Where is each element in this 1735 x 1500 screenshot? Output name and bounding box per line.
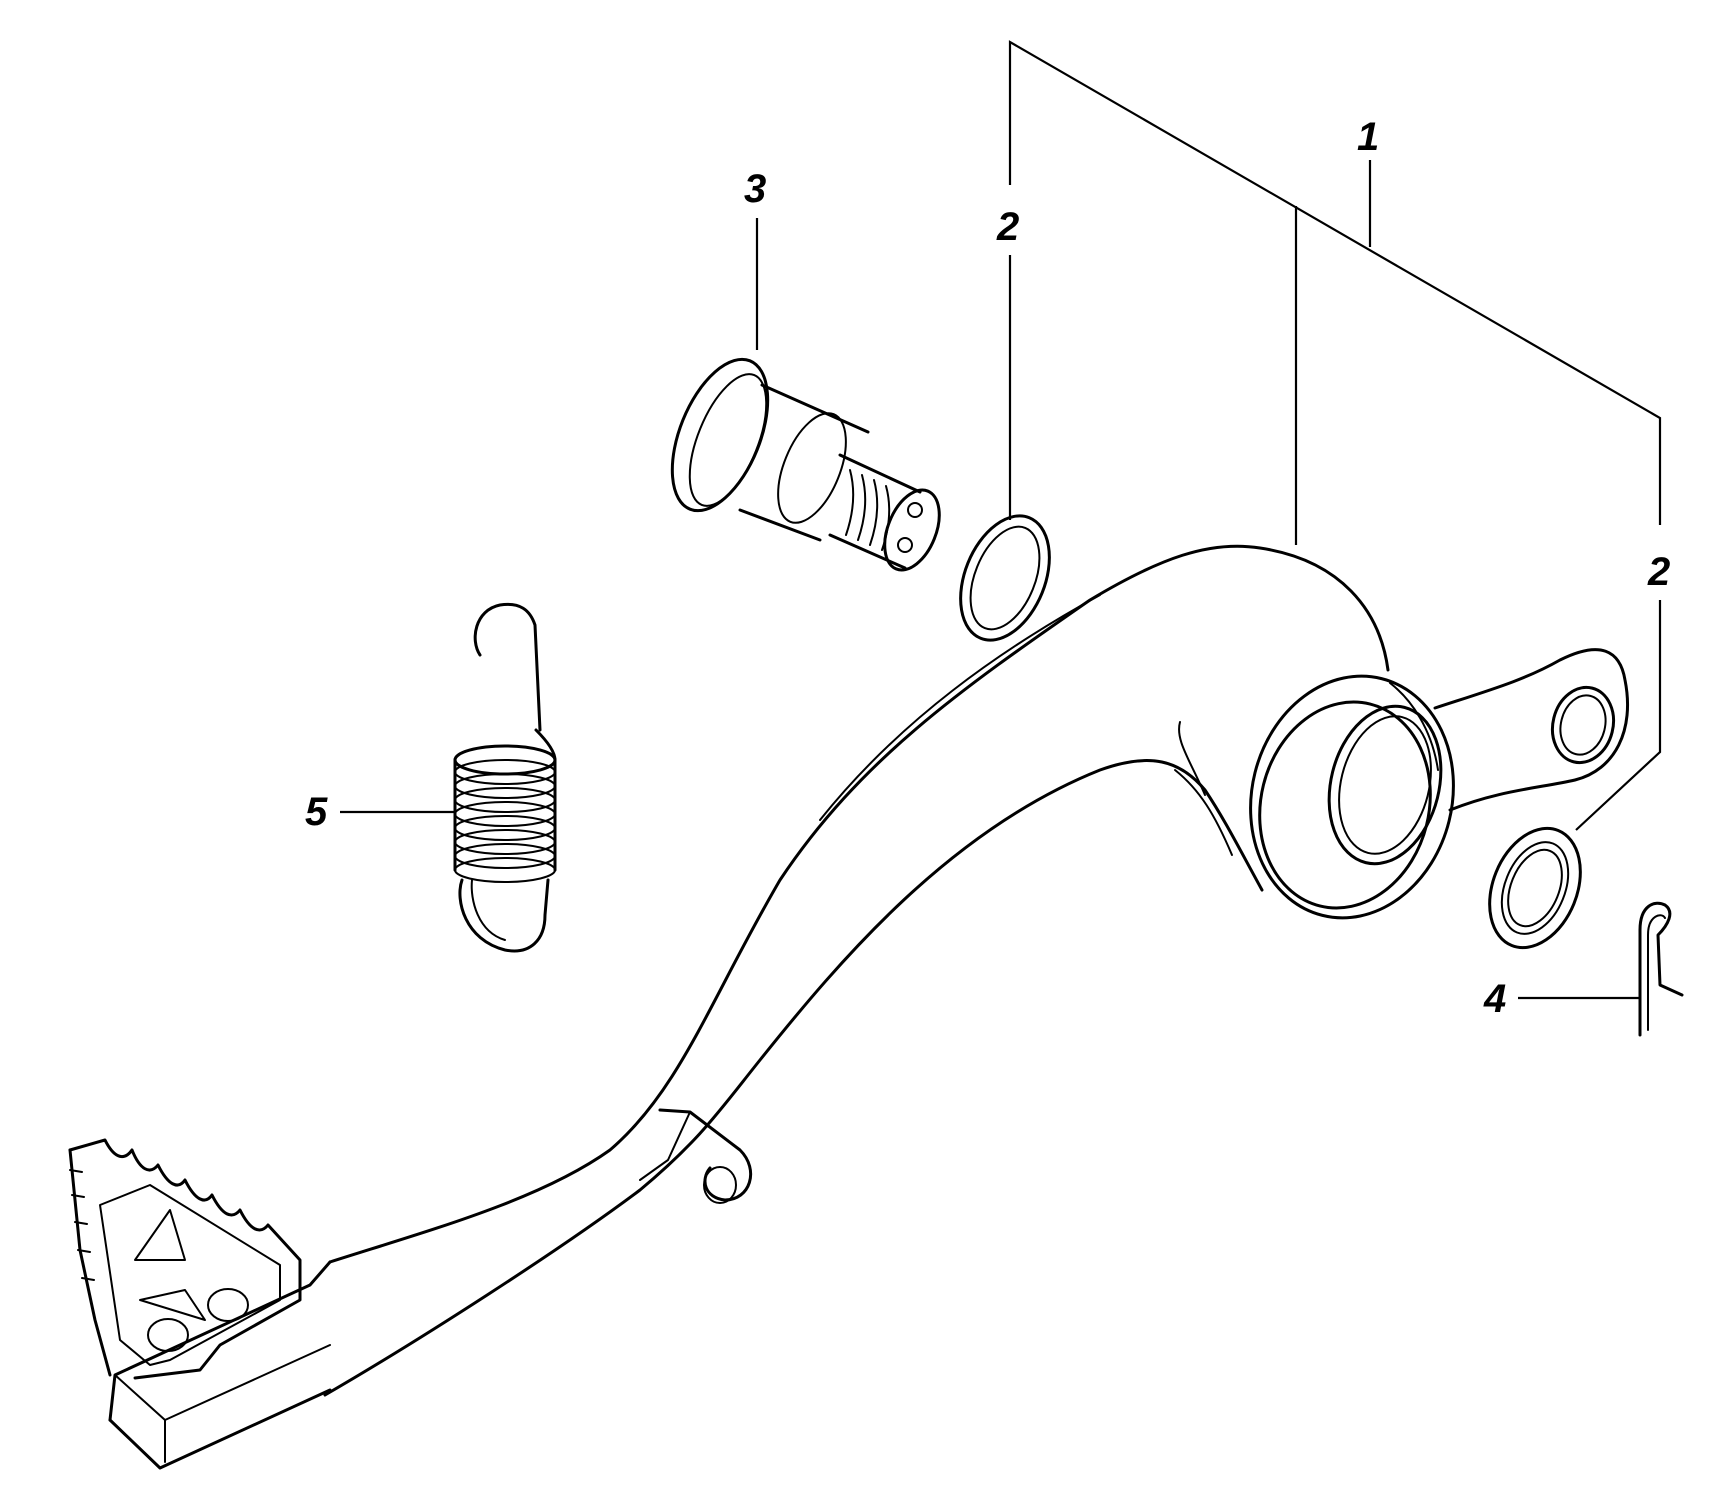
washer-lower xyxy=(1488,826,1582,950)
cotter-pin xyxy=(1638,901,1684,1037)
washer-upper xyxy=(959,514,1051,642)
callout-3: 3 xyxy=(744,167,766,211)
callout-2-lower: 2 xyxy=(1647,550,1670,594)
leader-lines xyxy=(340,40,1662,1000)
callout-1: 1 xyxy=(1357,115,1379,159)
pivot-bolt xyxy=(670,357,941,572)
brake-pedal-arm xyxy=(68,544,1630,1470)
callout-2-upper: 2 xyxy=(996,205,1019,249)
return-spring xyxy=(453,602,557,953)
callout-5: 5 xyxy=(305,790,328,834)
callout-4: 4 xyxy=(1483,977,1506,1021)
spring-coils xyxy=(454,759,556,883)
